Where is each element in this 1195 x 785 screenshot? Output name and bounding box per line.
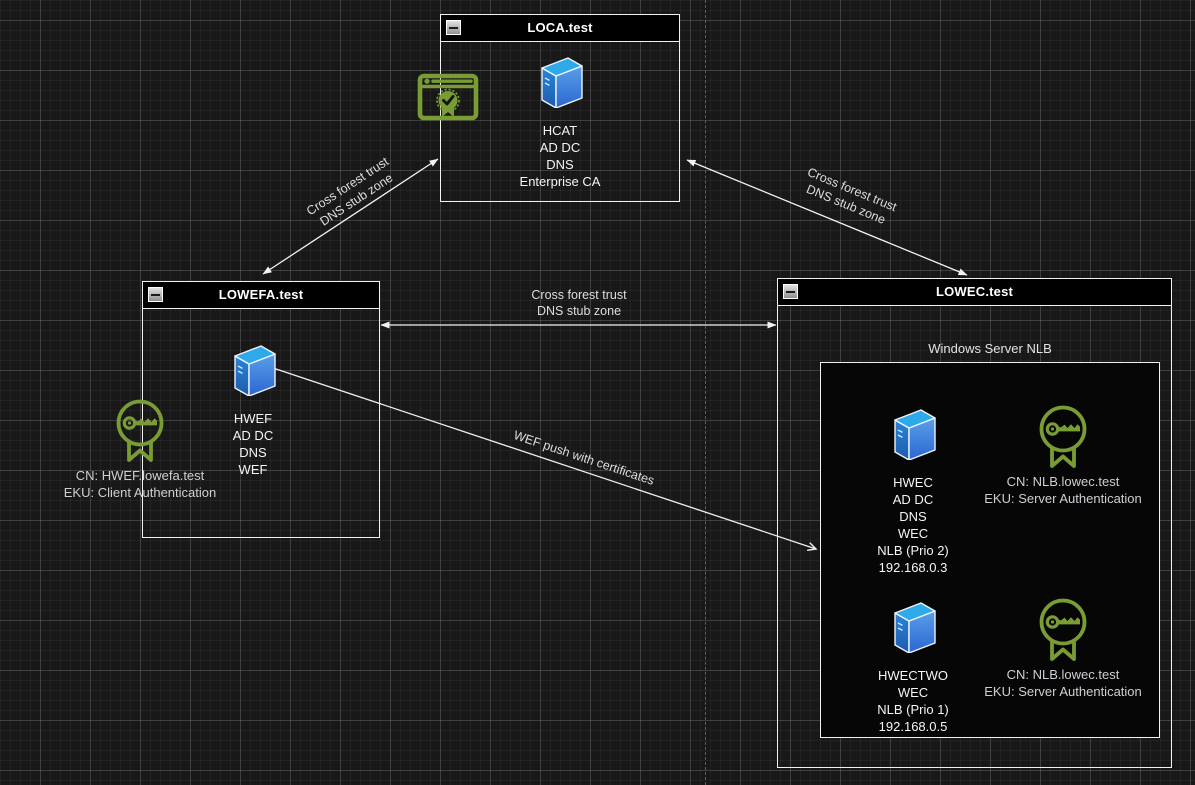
certificate-key-badge-icon: [116, 399, 164, 462]
page-boundary-divider: [705, 0, 706, 785]
nlb-group-box[interactable]: [820, 362, 1160, 738]
collapse-minus-icon[interactable]: [783, 284, 798, 299]
certificate-label-hwef-client: CN: HWEF.lowefa.test EKU: Client Authent…: [63, 468, 217, 500]
edge-label-lowefa-lowec[interactable]: Cross forest trust DNS stub zone: [531, 288, 627, 318]
edge-loca-lowefa-trust[interactable]: [262, 158, 439, 275]
forest-box-lowec[interactable]: LOWEC.test: [777, 278, 1172, 768]
forest-box-lowefa[interactable]: LOWEFA.test: [142, 281, 380, 538]
nlb-group-label: Windows Server NLB: [928, 341, 1052, 356]
certificate-label-nlb-1: CN: NLB.lowec.test EKU: Server Authentic…: [984, 474, 1142, 506]
server-tower-icon: [894, 409, 936, 460]
collapse-minus-icon[interactable]: [446, 20, 461, 35]
server-node-hcat[interactable]: HCAT AD DC DNS Enterprise CA: [495, 50, 625, 190]
certificate-label-nlb-2: CN: NLB.lowec.test EKU: Server Authentic…: [984, 667, 1142, 699]
forest-titlebar-loca[interactable]: LOCA.test: [441, 15, 679, 42]
forest-title-lowec: LOWEC.test: [935, 284, 1014, 299]
server-node-hwectwo[interactable]: HWECTWO WEC NLB (Prio 1) 192.168.0.5: [848, 595, 978, 735]
certificate-key-badge-icon: [1039, 598, 1087, 661]
server-label-hcat: HCAT AD DC DNS Enterprise CA: [519, 123, 601, 189]
server-label-hwec: HWEC AD DC DNS WEC NLB (Prio 2) 192.168.…: [877, 475, 949, 575]
forest-titlebar-lowec[interactable]: LOWEC.test: [778, 279, 1171, 306]
certificate-node-nlb-1[interactable]: CN: NLB.lowec.test EKU: Server Authentic…: [948, 404, 1178, 507]
certificate-node-nlb-2[interactable]: CN: NLB.lowec.test EKU: Server Authentic…: [948, 597, 1178, 700]
browser-certificate-icon: [417, 73, 479, 121]
server-node-hwec[interactable]: HWEC AD DC DNS WEC NLB (Prio 2) 192.168.…: [848, 402, 978, 576]
server-label-hwef: HWEF AD DC DNS WEF: [232, 411, 274, 477]
forest-title-lowefa: LOWEFA.test: [218, 287, 304, 302]
forest-titlebar-lowefa[interactable]: LOWEFA.test: [143, 282, 379, 309]
edge-wef-push[interactable]: [269, 366, 816, 549]
server-tower-icon: [541, 57, 583, 108]
server-label-hwectwo: HWECTWO WEC NLB (Prio 1) 192.168.0.5: [877, 668, 949, 734]
certificate-node-hwef-client[interactable]: CN: HWEF.lowefa.test EKU: Client Authent…: [25, 398, 255, 501]
forest-title-loca: LOCA.test: [527, 20, 593, 35]
server-tower-icon: [234, 345, 276, 396]
collapse-minus-icon[interactable]: [148, 287, 163, 302]
web-certificate-node[interactable]: [417, 73, 479, 121]
server-node-hwef[interactable]: HWEF AD DC DNS WEF: [188, 338, 318, 478]
certificate-key-badge-icon: [1039, 405, 1087, 468]
edge-loca-lowec-trust[interactable]: [686, 159, 968, 276]
server-tower-icon: [894, 602, 936, 653]
